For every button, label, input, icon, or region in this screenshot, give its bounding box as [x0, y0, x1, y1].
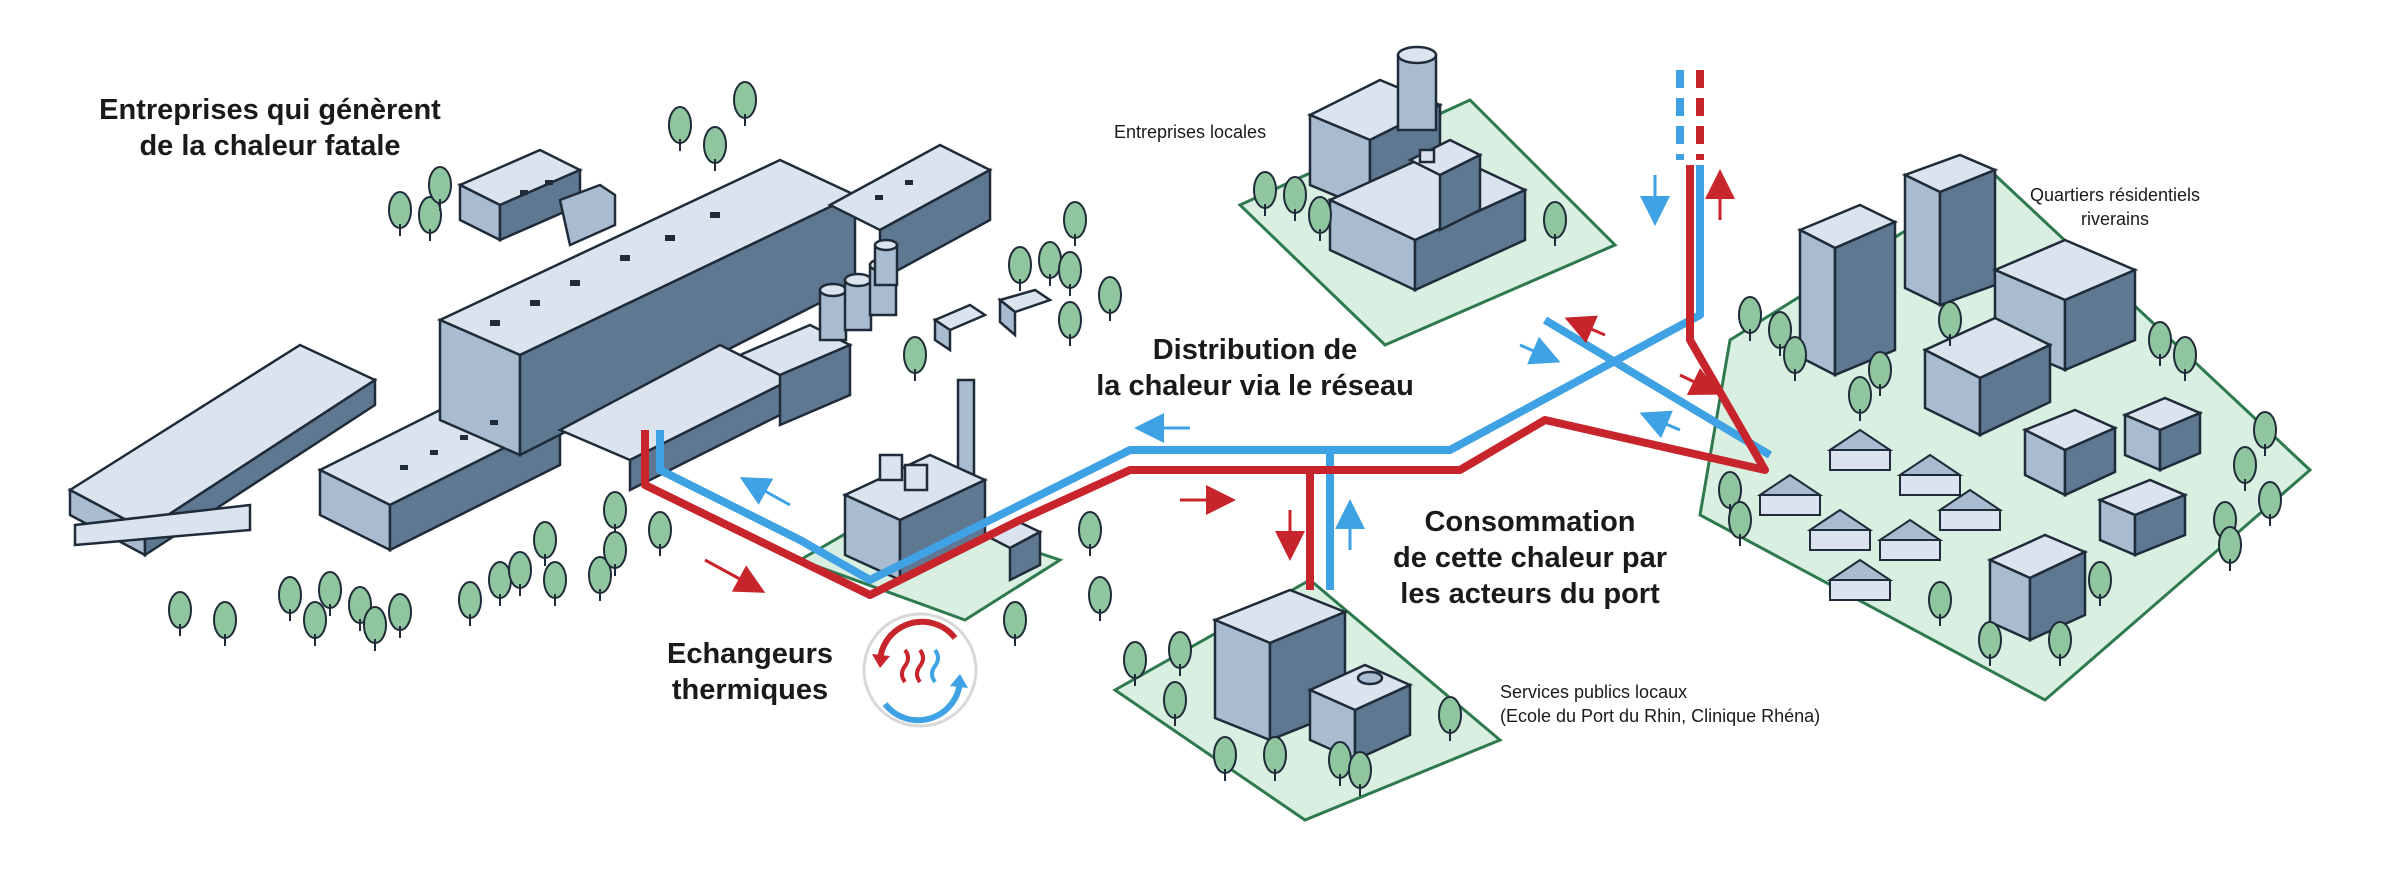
consumption-label-line1: Consommation: [1424, 506, 1636, 538]
public-services-buildings: [1211, 588, 1414, 762]
distribution-label-line2: la chaleur via le réseau: [1096, 370, 1414, 402]
residential-label-line2: riverains: [2080, 209, 2150, 229]
consumption-label-line2: de cette chaleur par: [1393, 542, 1667, 574]
flow-arrows: [704, 169, 1735, 593]
public-services-label-line2: (Ecole du Port du Rhin, Clinique Rhéna): [1500, 706, 1821, 726]
public-services-label-line1: Services publics locaux: [1500, 682, 1688, 702]
exchanger-plant: [842, 378, 1043, 583]
industrial-complex: [67, 143, 1053, 558]
exchangers-label: Echangeurs thermiques: [650, 636, 850, 708]
distribution-label-line1: Distribution de: [1152, 334, 1358, 366]
residential-label: Quartiers résidentiels riverains: [2000, 183, 2230, 231]
public-services-label: Services publics locaux (Ecole du Port d…: [1500, 680, 1820, 728]
hot-pipe: [641, 165, 1769, 599]
residential-buildings: [1797, 153, 2204, 642]
producers-label-line2: de la chaleur fatale: [139, 130, 401, 162]
local-companies-building: [1306, 45, 1528, 292]
consumption-label: Consommation de cette chaleur par les ac…: [1380, 504, 1680, 612]
exchangers-label-line1: Echangeurs: [667, 638, 833, 670]
consumption-label-line3: les acteurs du port: [1400, 578, 1660, 610]
distribution-label: Distribution de la chaleur via le réseau: [1075, 332, 1435, 404]
exchangers-label-line2: thermiques: [671, 674, 829, 706]
cold-pipe: [656, 165, 1704, 584]
producers-label: Entreprises qui génèrent de la chaleur f…: [60, 92, 480, 164]
residential-label-line1: Quartiers résidentiels: [2029, 185, 2201, 205]
local-companies-label: Entreprises locales: [1114, 122, 1267, 142]
heat-exchanger-icon: [862, 612, 978, 728]
producers-label-line1: Entreprises qui génèrent: [99, 94, 441, 126]
